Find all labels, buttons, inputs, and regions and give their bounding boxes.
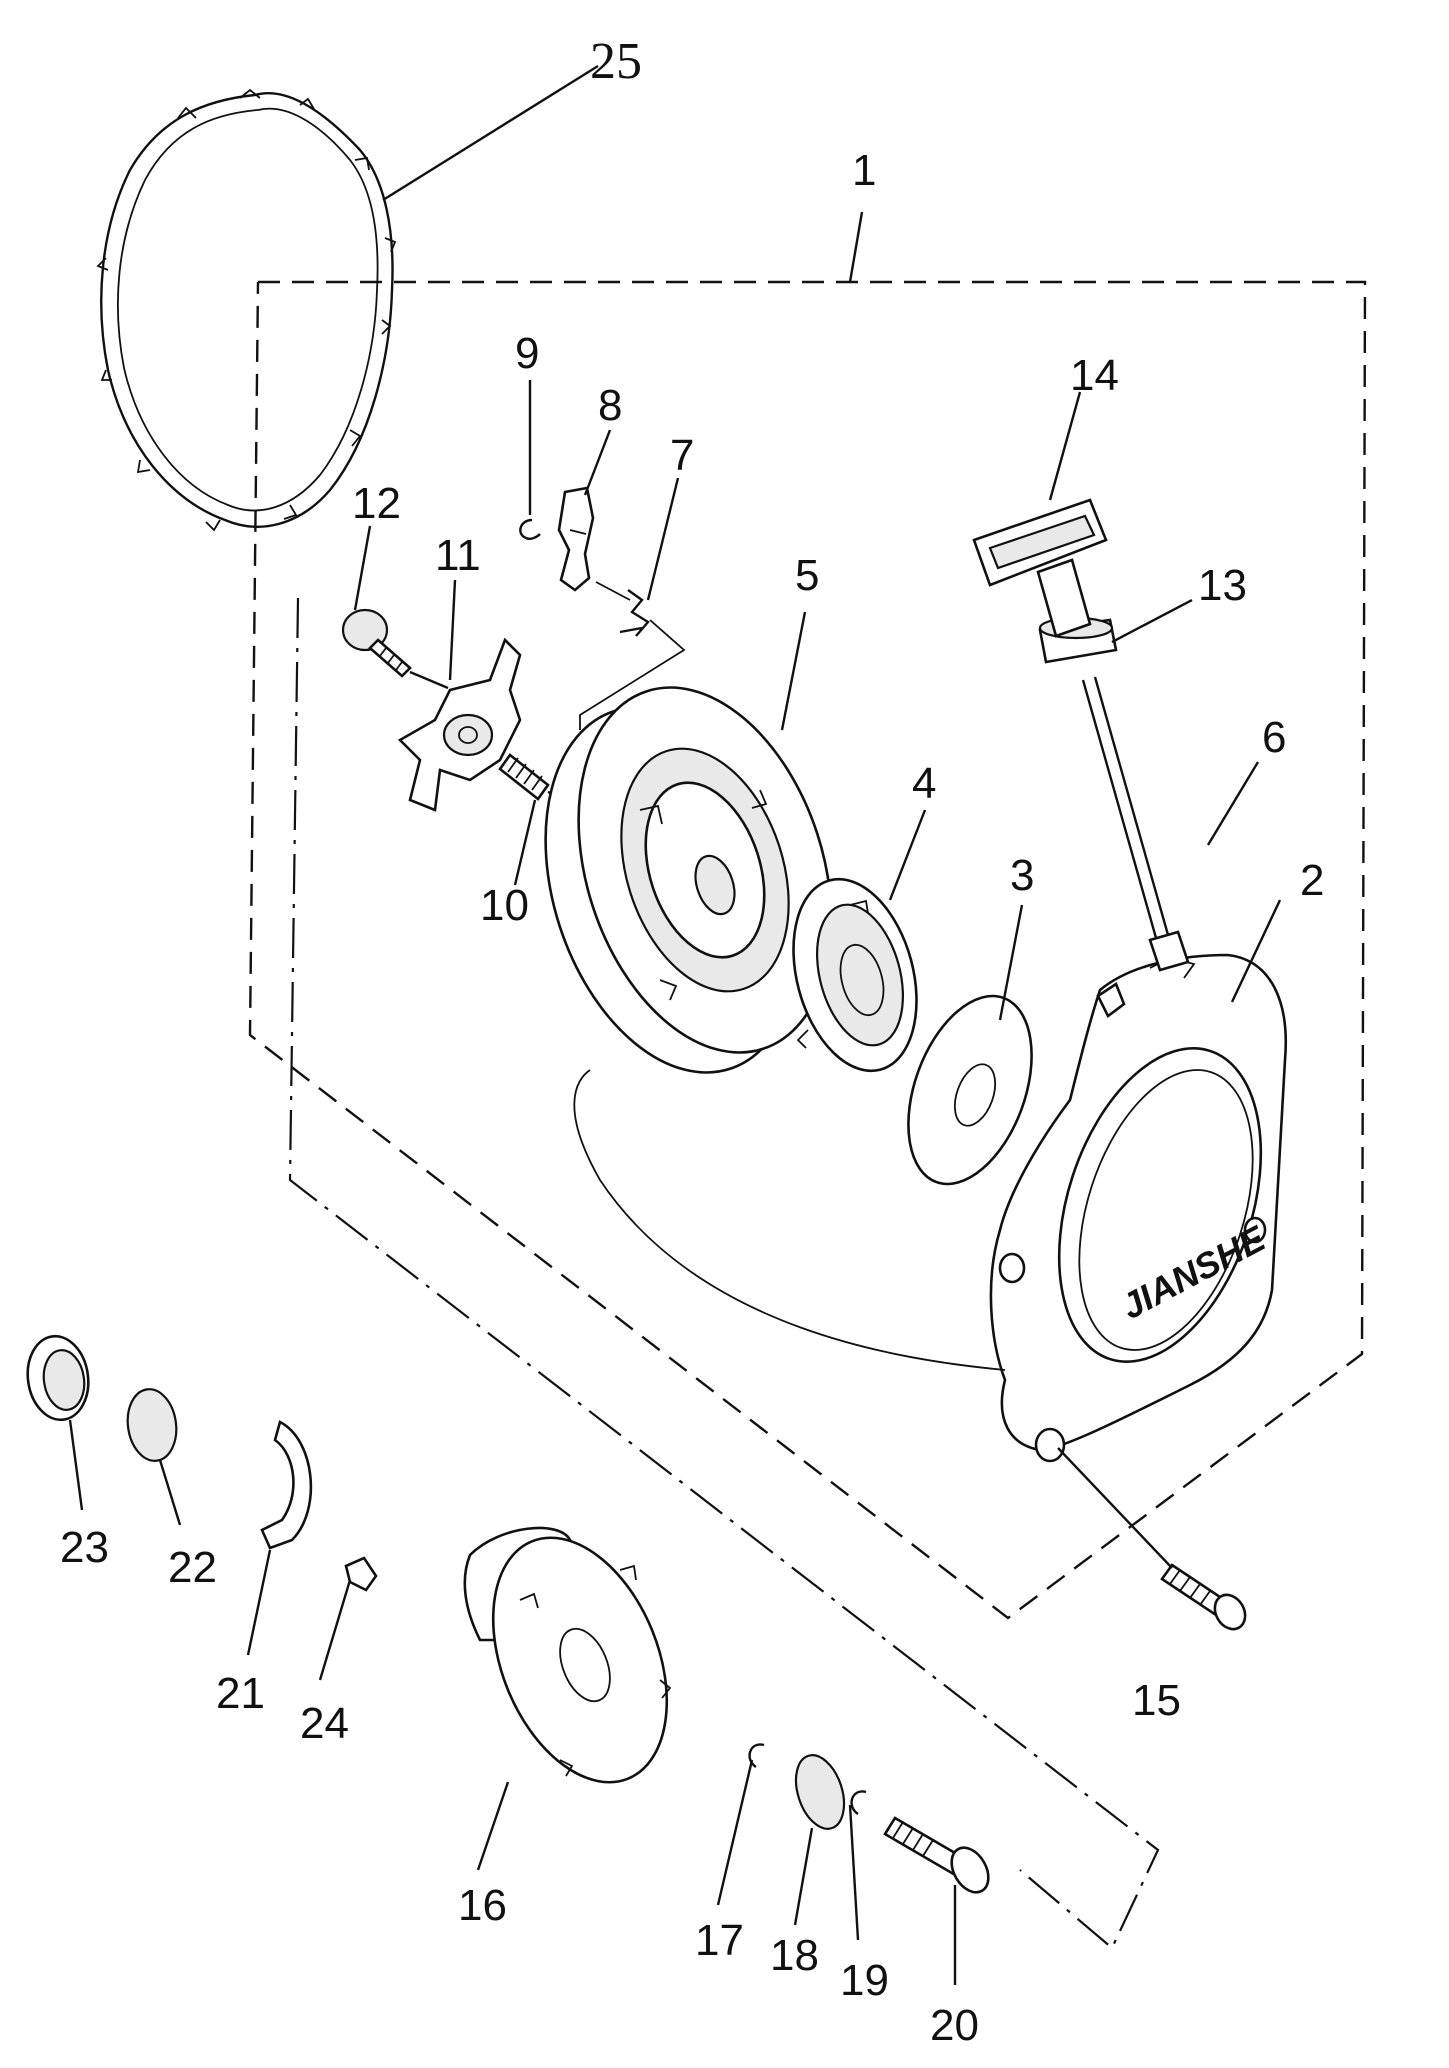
label-25: 25 [590,33,642,90]
clip-part-17 [748,1743,765,1768]
label-2: 2 [1300,856,1324,905]
label-23: 23 [60,1523,109,1572]
label-15: 15 [1132,1676,1181,1725]
drum-part-16 [463,1526,672,1784]
label-3: 3 [1010,851,1034,900]
assembly-axis-line [288,597,1160,1950]
part-24 [344,1556,378,1592]
rope-part-6 [1081,676,1190,972]
label-5: 5 [795,551,819,600]
washer-part-3 [907,994,1033,1186]
handle-part-14 [972,498,1108,638]
part-number-labels: 25 1 9 8 7 12 11 5 14 13 6 4 3 2 10 23 2… [60,33,1324,2050]
label-19: 19 [840,1956,889,2005]
link-lines-7-8 [579,581,686,730]
label-14: 14 [1070,351,1119,400]
part-23 [26,1334,90,1422]
label-24: 24 [300,1699,349,1748]
label-4: 4 [912,759,936,808]
ratchet-plate-part-11 [397,637,522,812]
label-21: 21 [216,1669,265,1718]
label-18: 18 [770,1931,819,1980]
label-9: 9 [515,329,539,378]
leader-lines [68,64,1282,1985]
part-21 [260,1420,313,1550]
label-20: 20 [930,2001,979,2050]
label-8: 8 [598,381,622,430]
label-7: 7 [670,431,694,480]
clip-part-9 [519,518,541,540]
label-16: 16 [458,1881,507,1930]
part-22 [126,1388,178,1462]
spring-part-7 [619,589,650,637]
label-13: 13 [1198,561,1247,610]
spring-housing-part-4 [792,877,918,1073]
washer-part-18 [794,1754,846,1830]
label-10: 10 [480,881,529,930]
cover-part-2: JIANSHE [989,953,1288,1463]
label-1: 1 [852,146,876,195]
bolt-part-20 [883,1816,990,1894]
label-6: 6 [1262,713,1286,762]
reel-pulley-part-5 [544,686,833,1074]
pawl-part-8 [557,486,595,592]
assembly-boundary-dashed [248,280,1367,1620]
gasket-part-25 [96,88,397,532]
clip-part-19 [850,1790,867,1815]
label-11: 11 [435,531,481,580]
label-12: 12 [352,479,401,528]
bolt-part-12 [341,608,449,690]
screw-part-15 [1160,1563,1247,1631]
label-22: 22 [168,1543,217,1592]
rope-routing-line [573,1069,1006,1371]
label-17: 17 [695,1916,744,1965]
